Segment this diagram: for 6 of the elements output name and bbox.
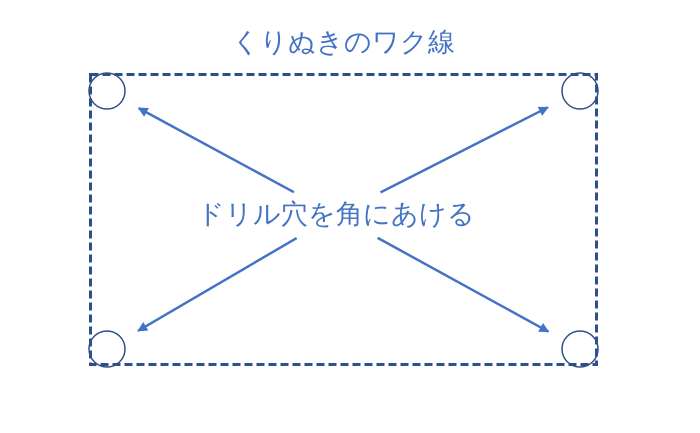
arrow [380,106,549,194]
instruction-text: ドリル穴を角にあける [196,198,476,232]
arrow [377,236,550,333]
frame-title: くりぬきのワク線 [232,27,455,58]
arrow [137,236,298,332]
arrow [138,107,294,194]
